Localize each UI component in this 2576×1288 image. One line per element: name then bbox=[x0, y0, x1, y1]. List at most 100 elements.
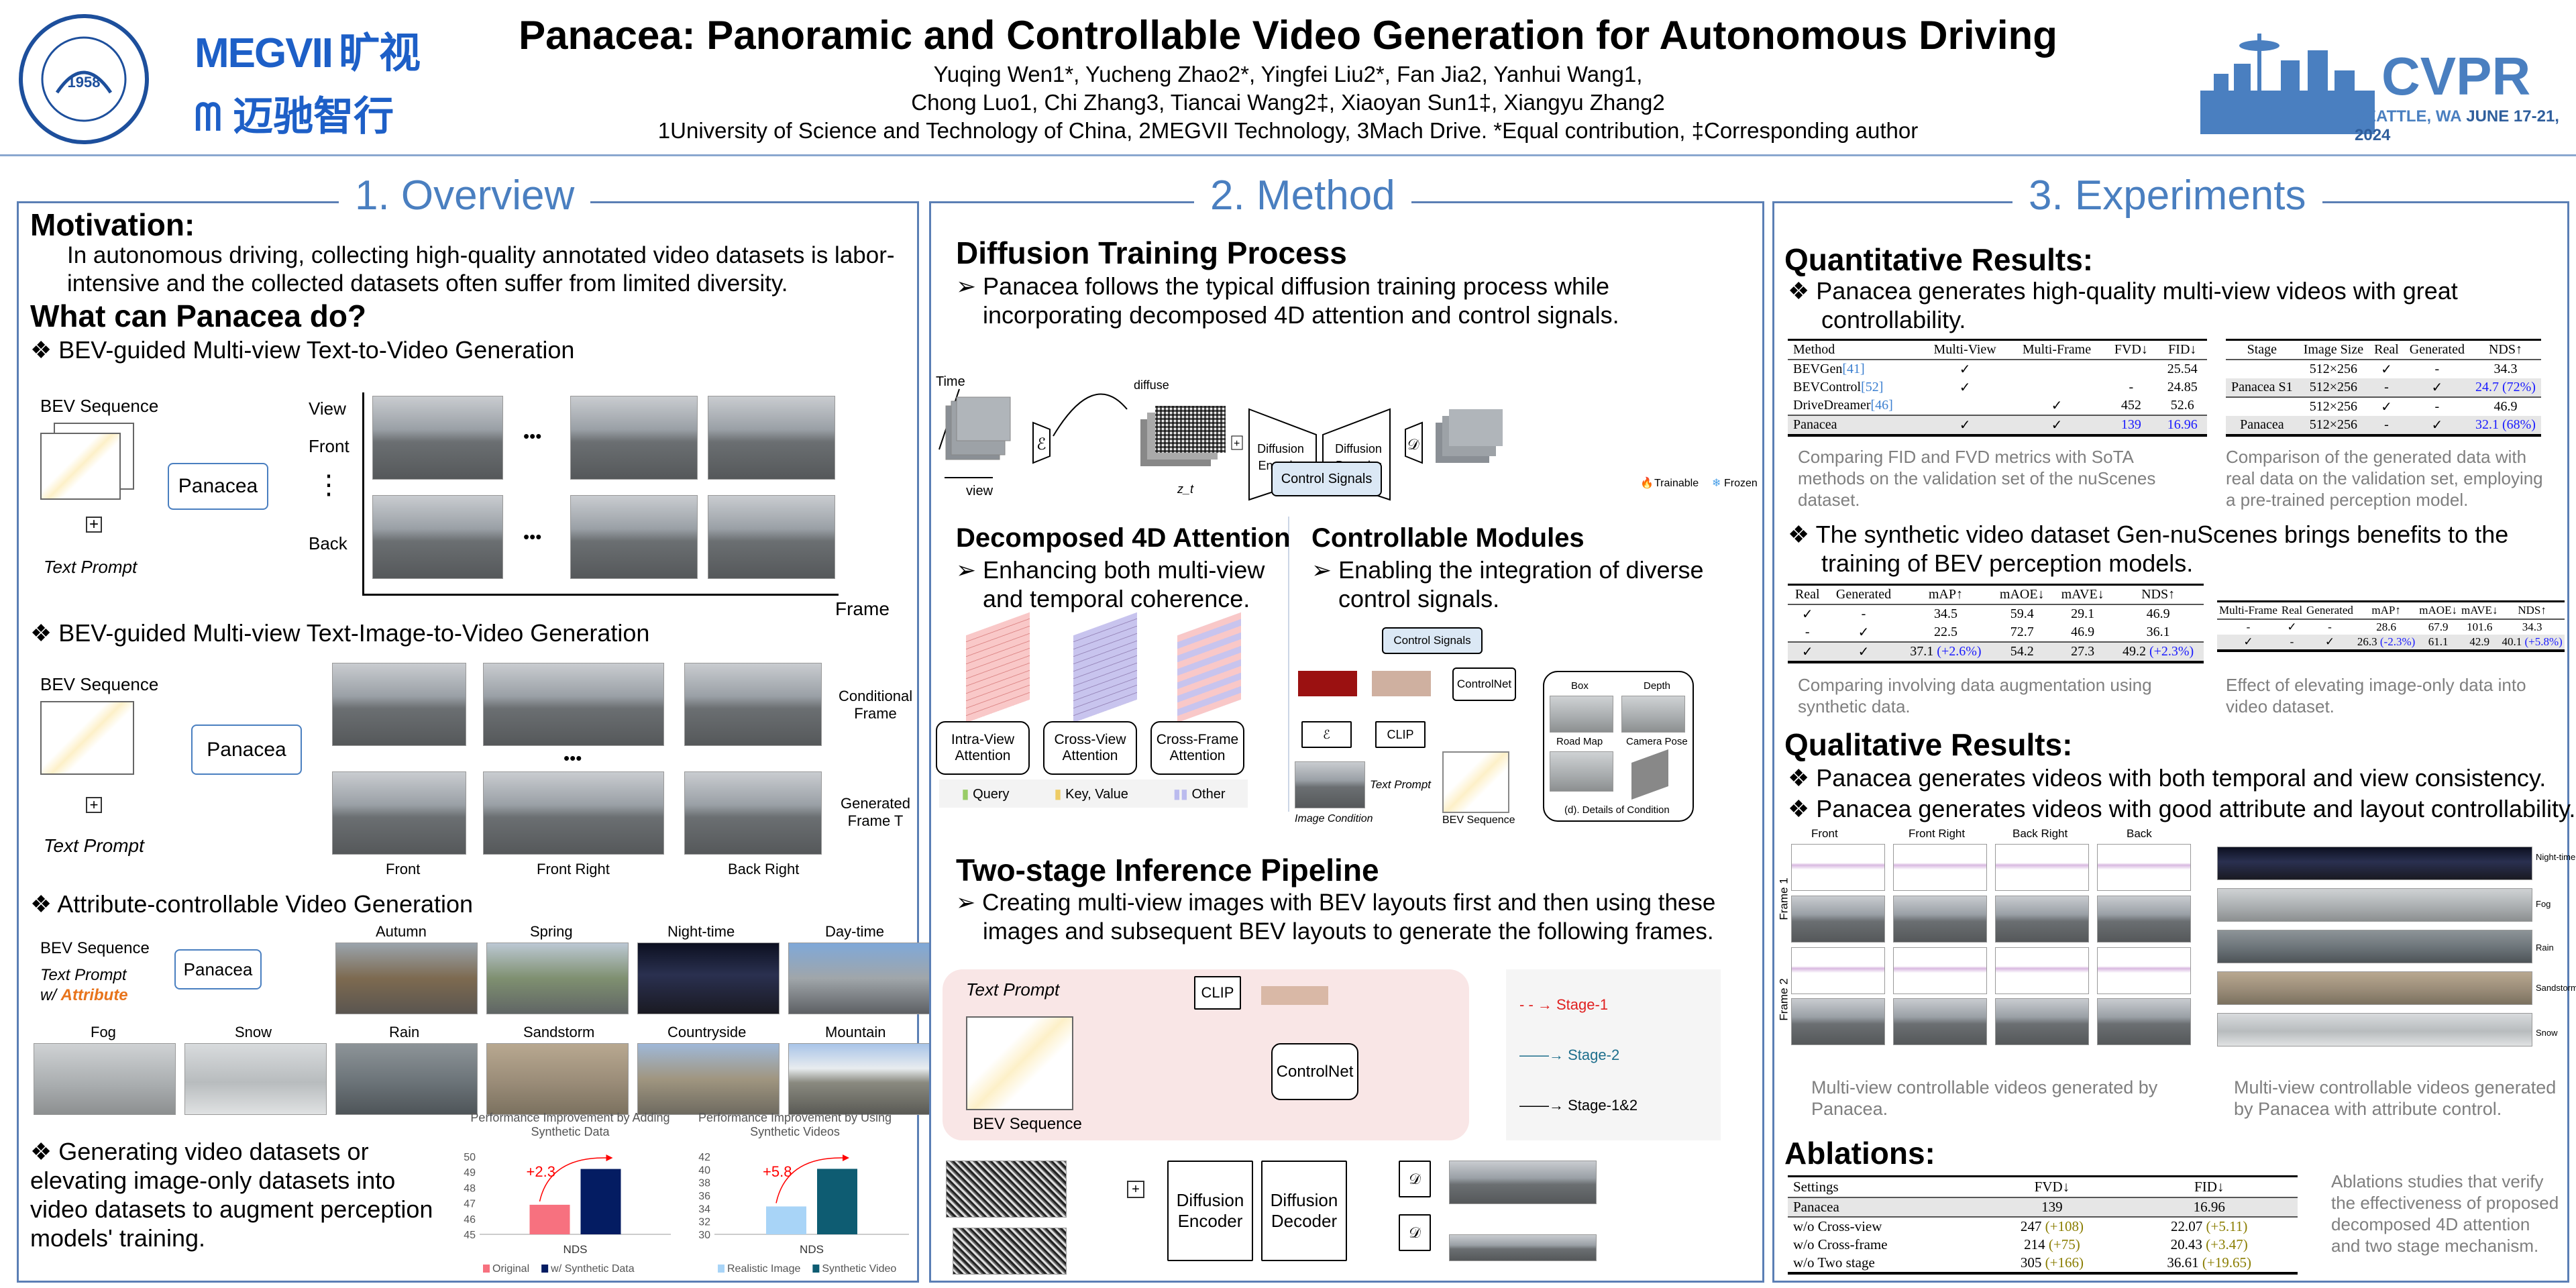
ctrl-text: ➢ Enabling the integration of diverse co… bbox=[1311, 556, 1704, 612]
attr-label: Snow bbox=[235, 1024, 272, 1040]
bar-original bbox=[529, 1204, 570, 1234]
panacea-box: Panacea bbox=[168, 463, 268, 510]
layout-condition bbox=[1995, 844, 2089, 891]
time-label: Time bbox=[936, 374, 965, 389]
experiments-title: 3. Experiments bbox=[2012, 172, 2322, 219]
bev-map bbox=[40, 701, 134, 775]
layout-condition bbox=[1893, 947, 1987, 994]
table-row: 512×256✓-34.3 bbox=[2309, 362, 2518, 377]
legend-swatch bbox=[541, 1265, 549, 1273]
generated-frame bbox=[708, 495, 835, 579]
view-label: Back Right bbox=[2012, 827, 2068, 840]
depth-condition bbox=[1621, 696, 1685, 733]
table1-caption: Comparing FID and FVD metrics with SoTA … bbox=[1798, 447, 2156, 510]
quant-bullet1: ❖ Panacea generates high-quality multi-v… bbox=[1788, 277, 2458, 333]
table-row: BEVGen[41]✓25.54 bbox=[1793, 362, 2198, 377]
table4-caption: Effect of elevating image-only data into… bbox=[2226, 675, 2526, 716]
text-embedding-block bbox=[1372, 671, 1431, 696]
authors: Yuqing Wen1*, Yucheng Zhao2*, Yingfei Li… bbox=[657, 62, 1919, 143]
generated-frame bbox=[570, 396, 698, 480]
attr-label: Countryside bbox=[667, 1024, 747, 1040]
controlnet-box: ControlNet bbox=[1271, 1043, 1358, 1100]
frame-label: Frame bbox=[835, 598, 890, 619]
text-embedding-block bbox=[1261, 986, 1328, 1005]
stage-legend: - - → Stage-1 ——→ Stage-2 ——→ Stage-1&2 bbox=[1506, 969, 1721, 1140]
bullet-t2v: ❖ BEV-guided Multi-view Text-to-Video Ge… bbox=[30, 336, 575, 364]
stage1-label: Stage-1 bbox=[1556, 996, 1609, 1013]
attr-photo bbox=[34, 1043, 176, 1115]
ustc-logo: 1958 bbox=[19, 14, 149, 144]
generated-frame bbox=[372, 495, 503, 579]
bev-label: BEV Sequence bbox=[40, 674, 159, 694]
svg-text:1958: 1958 bbox=[68, 74, 101, 91]
generated-frame bbox=[332, 771, 466, 855]
legend-label: Realistic Image bbox=[727, 1263, 800, 1275]
image-condition-photo bbox=[1295, 761, 1365, 808]
decoder-box: 𝒟 bbox=[1399, 1161, 1431, 1197]
decoder-box: 𝒟 bbox=[1399, 1214, 1431, 1251]
legend-label: Original bbox=[492, 1263, 529, 1275]
frame-label: Frame 2 bbox=[1777, 978, 1790, 1021]
image-embedding-block bbox=[1298, 671, 1357, 696]
decoder-shape bbox=[1405, 421, 1423, 464]
bullet-icon: ❖ bbox=[30, 890, 58, 918]
attr-photo bbox=[335, 1043, 478, 1115]
frozen-label: Frozen bbox=[1724, 478, 1758, 489]
bar-synthetic-video bbox=[817, 1169, 857, 1234]
bullet-icon: ❖ bbox=[1788, 764, 1817, 792]
intra-view-attention-box: Intra-View Attention bbox=[936, 721, 1030, 775]
seattle-skyline-icon bbox=[2200, 34, 2375, 134]
layout-condition bbox=[2097, 844, 2191, 891]
generated-frame bbox=[483, 771, 664, 855]
panacea-box: Panacea bbox=[191, 724, 302, 775]
bullet-attr: ❖ Attribute-controllable Video Generatio… bbox=[30, 890, 474, 918]
text-prompt-label: Text Prompt bbox=[44, 557, 138, 577]
attr-label: Day-time bbox=[825, 923, 885, 940]
attr-photo bbox=[184, 1043, 327, 1115]
improvement-arrow bbox=[539, 1157, 608, 1202]
improvement-label: +5.8 bbox=[763, 1163, 792, 1180]
view-label: Front Right bbox=[537, 861, 610, 877]
layout-condition bbox=[1893, 844, 1987, 891]
panorama-rain bbox=[2217, 930, 2532, 963]
bullet-ti2v: ❖ BEV-guided Multi-view Text-Image-to-Vi… bbox=[30, 619, 650, 647]
cross-view-attention-box: Cross-View Attention bbox=[1043, 721, 1137, 775]
motivation-heading: Motivation: bbox=[30, 207, 195, 242]
legend-swatch bbox=[483, 1265, 490, 1273]
diffusion-decoder-label: Diffusion bbox=[1335, 442, 1382, 455]
attr-label: Snow bbox=[2536, 1028, 2558, 1038]
generated-view bbox=[1995, 998, 2089, 1045]
stage2-output bbox=[1449, 1234, 1597, 1261]
bar-realistic-image bbox=[766, 1206, 806, 1234]
y-tick-label: 46 bbox=[464, 1214, 476, 1226]
y-tick-label: 48 bbox=[464, 1183, 476, 1194]
twostage-heading: Two-stage Inference Pipeline bbox=[956, 853, 1379, 888]
bullet-icon: ❖ bbox=[30, 1138, 59, 1165]
attr-label: Mountain bbox=[825, 1024, 886, 1040]
camera-pose-label: Camera Pose bbox=[1626, 736, 1688, 747]
attr-label: Fog bbox=[2536, 899, 2551, 909]
text-prompt-label: Text Prompt bbox=[44, 835, 144, 856]
conditional-frame bbox=[684, 663, 822, 746]
attr-label: Spring bbox=[530, 923, 573, 940]
road-map-condition bbox=[1550, 751, 1613, 792]
bev-label: BEV Sequence bbox=[40, 939, 150, 957]
stage12-label: Stage-1&2 bbox=[1568, 1097, 1638, 1114]
view-label: Front bbox=[386, 861, 421, 877]
attention-legend: ▮ Query ▮ Key, Value ▮▮ Other bbox=[939, 780, 1248, 808]
view-label: Back Right bbox=[728, 861, 800, 877]
condition-details-box: Box Depth Road Map Camera Pose (d). Deta… bbox=[1543, 671, 1694, 822]
